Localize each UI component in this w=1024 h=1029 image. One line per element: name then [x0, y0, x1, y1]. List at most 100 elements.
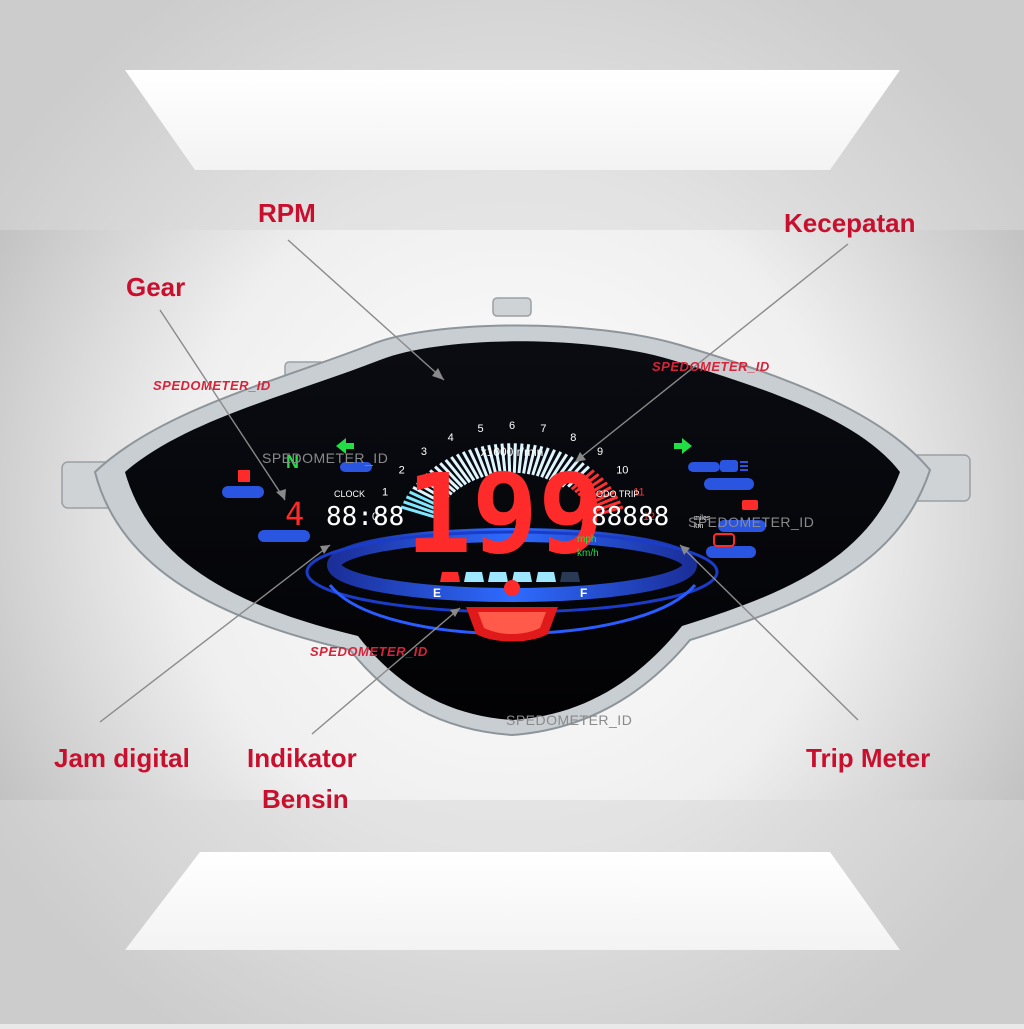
- rpm-tick-label: 6: [509, 420, 515, 432]
- rpm-segment: [583, 485, 612, 503]
- speed-readout: 199: [406, 450, 605, 578]
- rpm-segment: [556, 459, 580, 486]
- bottom-light-strip: [125, 852, 900, 950]
- rpm-segment: [552, 456, 574, 484]
- rpm-segment: [567, 465, 590, 488]
- rpm-segment: [420, 477, 450, 499]
- rpm-segment: [588, 495, 619, 510]
- callout-jam-digital: Jam digital: [54, 743, 190, 773]
- callout-bensin: Bensin: [262, 784, 349, 814]
- rpm-segment: [461, 451, 480, 480]
- neutral-indicator: N: [286, 452, 299, 472]
- rpm-segment: [412, 485, 444, 505]
- rpm-tick-label: 12: [643, 511, 655, 523]
- rpm-tick-label: 9: [597, 446, 603, 458]
- callout-gear: Gear: [126, 272, 186, 302]
- rpm-segment: [403, 500, 438, 515]
- rpm-segment: [450, 456, 472, 484]
- odo-label: ODO TRIP: [596, 489, 639, 499]
- rpm-segment: [429, 469, 457, 493]
- rpm-tick-label: 4: [448, 432, 454, 444]
- odo-unit-miles: miles: [694, 515, 711, 522]
- watermark: SPEDOMETER_ID: [506, 712, 633, 728]
- rpm-segment: [574, 473, 600, 494]
- rpm-tick-label: 10: [616, 464, 628, 476]
- rpm-segment: [455, 453, 476, 482]
- fuel-pump-icon: [504, 580, 520, 596]
- rpm-tick-label: 2: [399, 464, 405, 476]
- top-light-strip: [125, 70, 900, 170]
- rpm-segment: [507, 443, 512, 473]
- rpm-segment: [408, 490, 442, 508]
- right-indicator-pills: [688, 462, 766, 558]
- callout-kecepatan: Kecepatan: [784, 208, 916, 238]
- rpm-tick-label: 1: [382, 486, 388, 498]
- watermark: SPEDOMETER_ID: [310, 644, 428, 659]
- rpm-segment: [468, 449, 484, 478]
- callout-rpm: RPM: [258, 198, 316, 228]
- rpm-segment: [540, 449, 556, 478]
- callout-lines: [99, 239, 859, 735]
- fuel-bar-segment: [464, 572, 484, 582]
- callout-trip-meter: Trip Meter: [806, 743, 931, 773]
- rpm-segment: [544, 451, 563, 480]
- rpm-tick-label: 11: [633, 486, 644, 498]
- rpm-segment: [526, 444, 537, 475]
- odo-readout: 88888: [591, 502, 669, 532]
- gear-readout: 4: [285, 495, 304, 533]
- rpm-segment: [580, 481, 608, 500]
- rpm-segment: [590, 500, 621, 514]
- speed-unit-kmh: km/h: [577, 548, 599, 559]
- rpm-tick-label: 0: [372, 511, 378, 523]
- rpm-segment: [480, 445, 493, 476]
- left-turn-icon: [336, 438, 354, 454]
- rpm-segment: [577, 477, 604, 497]
- battery-icon: [742, 500, 758, 510]
- clock-readout: 88:88: [326, 502, 404, 532]
- rpm-segment: [434, 465, 460, 491]
- rpm-segment: [400, 505, 436, 519]
- rpm-segment: [517, 443, 524, 474]
- rpm-tick-label: 5: [477, 423, 483, 435]
- watermark: SPEDOMETER_ID: [688, 514, 815, 530]
- fuel-gauge-bars: [440, 572, 580, 582]
- rpm-segment: [512, 443, 517, 473]
- rpm-segment: [522, 443, 531, 474]
- fuel-bar-segment: [512, 572, 532, 582]
- right-turn-icon: [674, 438, 692, 454]
- rpm-segment: [592, 505, 624, 518]
- rpm-bar-graph: [400, 443, 624, 519]
- rpm-segment: [474, 447, 489, 477]
- rpm-segment: [424, 473, 453, 496]
- fuel-bar-segment: [440, 572, 460, 582]
- watermark: SPEDOMETER_ID: [262, 450, 389, 466]
- watermark: SPEDOMETER_ID: [153, 378, 271, 393]
- rpm-segment: [493, 443, 502, 474]
- rpm-segment: [500, 443, 507, 474]
- fuel-full-label: F: [580, 586, 587, 600]
- rpm-segment: [487, 444, 498, 475]
- warning-icon: [238, 470, 250, 482]
- rpm-segment: [405, 495, 440, 512]
- clock-label: CLOCK: [334, 489, 365, 499]
- fuel-bar-segment: [488, 572, 508, 582]
- rpm-segment: [531, 445, 544, 476]
- rpm-segment: [439, 462, 464, 488]
- engine-check-icon: [713, 533, 735, 547]
- fuel-empty-label: E: [433, 586, 441, 600]
- rpm-segment: [444, 459, 468, 486]
- callout-arrowheads: [276, 368, 690, 617]
- rpm-tick-label: 8: [570, 432, 576, 444]
- rpm-segment: [560, 462, 585, 488]
- speed-unit-mph: mph: [577, 534, 596, 545]
- rpm-segment: [535, 447, 550, 477]
- odo-unit-km: km: [694, 523, 704, 530]
- rpm-segment: [416, 481, 447, 502]
- rpm-segment: [548, 453, 569, 482]
- fuel-bar-segment: [560, 572, 580, 582]
- watermark: SPEDOMETER_ID: [652, 359, 770, 374]
- fuel-bar-segment: [536, 572, 556, 582]
